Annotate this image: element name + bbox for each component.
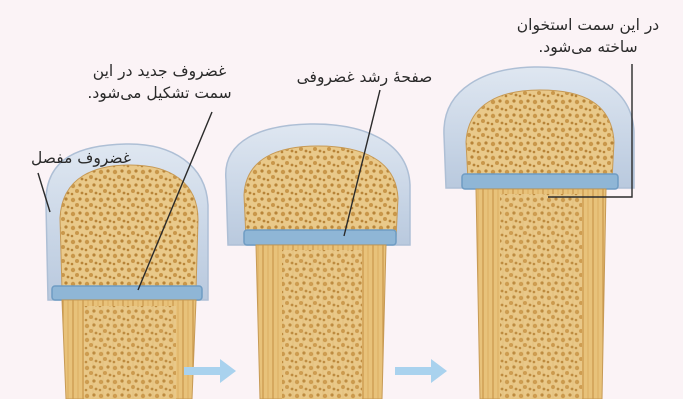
shaft-core-1 [84,306,176,399]
label-articular-cartilage-text: غضروف مفصل [6,147,156,169]
epiphysis-2 [244,146,398,238]
shaft-core-2 [282,250,362,399]
bone-stage-2 [226,124,410,399]
bone-stage-1 [46,144,208,399]
arrow-right-icon [395,359,447,383]
label-bone-formed-line2: ساخته می‌شود. [492,36,683,58]
label-new-cartilage: غضروف جدید در این سمت تشکیل می‌شود. [52,60,267,104]
epiphysis-1 [60,165,198,290]
label-new-cartilage-line2: سمت تشکیل می‌شود. [52,82,267,104]
bone-stage-3 [444,67,634,399]
label-bone-formed-line1: در این سمت استخوان [492,14,683,36]
growth-plate-3 [462,174,618,189]
label-growth-plate-text: صفحهٔ رشد غضروفی [282,66,447,88]
growth-plate-1 [52,286,202,300]
label-new-cartilage-line1: غضروف جدید در این [52,60,267,82]
epiphysis-3 [466,90,614,180]
shaft-core-3 [500,194,582,399]
label-bone-formed: در این سمت استخوان ساخته می‌شود. [492,14,683,58]
label-articular-cartilage: غضروف مفصل [6,147,156,169]
growth-plate-2 [244,230,396,245]
label-growth-plate: صفحهٔ رشد غضروفی [282,66,447,88]
